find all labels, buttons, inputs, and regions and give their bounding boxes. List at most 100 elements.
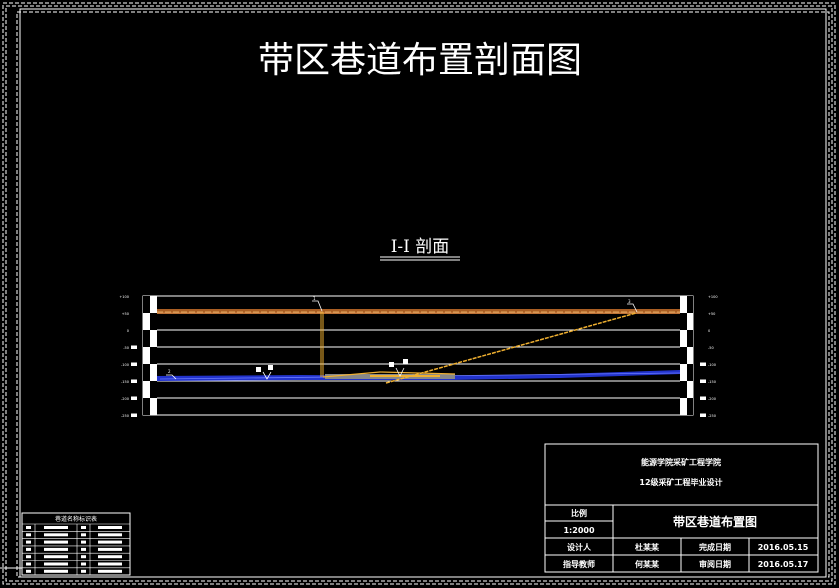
scale-segment <box>680 330 687 347</box>
scale-segment <box>680 313 687 330</box>
scale-segment <box>143 398 150 415</box>
finish-date: 2016.05.15 <box>758 543 809 552</box>
legend-cell-mark <box>81 526 86 529</box>
legend-cell-mark <box>98 555 122 559</box>
elevation-label-right: 0 <box>708 329 710 333</box>
leader-2 <box>166 374 177 380</box>
section-label: I-I 剖面 <box>391 237 450 257</box>
drawing-name: 带区巷道布置图 <box>673 514 757 529</box>
legend-cell-mark <box>44 569 68 573</box>
legend-cell-mark <box>26 540 31 544</box>
scale-segment <box>680 296 687 313</box>
school-name: 能源学院采矿工程学院 <box>641 457 721 467</box>
elevation-tick <box>131 379 137 383</box>
elevation-label-right: +50 <box>708 312 715 316</box>
elevation-label-left: -50 <box>123 346 129 350</box>
scale-segment <box>687 381 693 398</box>
legend-cell-mark <box>81 562 86 566</box>
scale-segment <box>680 364 687 381</box>
legend-cell-mark <box>44 533 68 537</box>
scale-segment <box>150 296 157 313</box>
elevation-label-right: -100 <box>708 363 716 367</box>
marker <box>389 362 394 367</box>
scale-segment <box>687 330 693 347</box>
scale-bars <box>143 296 693 415</box>
legend-cell-mark <box>98 547 122 551</box>
scale-segment <box>680 347 687 364</box>
marker-leader <box>395 367 405 377</box>
legend-cell-mark <box>44 547 68 551</box>
leader-1 <box>312 300 323 312</box>
advisor-label: 指导教师 <box>563 559 595 569</box>
designer-name: 杜某某 <box>635 542 660 552</box>
elevation-label-left: +100 <box>119 295 129 299</box>
legend-cell-mark <box>26 533 31 537</box>
elevation-label-left: -100 <box>121 363 129 367</box>
legend-cell-mark <box>81 533 86 537</box>
elevation-label-right: -150 <box>708 380 716 384</box>
leader-label-2: 2 <box>168 369 171 374</box>
legend-cell-mark <box>81 547 86 551</box>
elevation-label-right: -250 <box>708 414 716 418</box>
scale-segment <box>680 381 687 398</box>
scale-segment <box>687 313 693 330</box>
elevation-tick <box>131 396 137 400</box>
legend-cell-mark <box>44 526 68 529</box>
scale-segment <box>150 313 157 330</box>
elevation-gridlines <box>143 312 693 399</box>
elevation-label-right: +100 <box>708 295 718 299</box>
elevation-tick <box>131 362 137 366</box>
elevation-tick <box>700 362 706 366</box>
elevation-tick <box>131 413 137 417</box>
elevation-label-left: -200 <box>121 397 129 401</box>
title-block <box>544 443 819 573</box>
marker <box>256 367 261 372</box>
scale-segment <box>143 313 150 330</box>
leader-label-1: 1 <box>313 296 316 301</box>
section-profile: +100 +50 0 -50 -100 -150 -200 -250 +100 +50 0 -50 -1… <box>119 295 717 418</box>
scale-segment <box>143 381 150 398</box>
scale-segment <box>143 330 150 347</box>
legend-cell-mark <box>26 562 31 566</box>
legend-cell-mark <box>44 562 68 566</box>
legend-cell-mark <box>81 555 86 559</box>
legend-cell-mark <box>98 540 122 544</box>
roadway-legend-table: 巷道名称标识表 <box>21 512 131 576</box>
legend-cell-mark <box>81 540 86 544</box>
leader-label-3: 3 <box>628 299 631 304</box>
scale-value: 1:2000 <box>563 526 594 535</box>
marker <box>268 365 273 370</box>
surface-layer <box>157 309 680 314</box>
marker <box>403 359 408 364</box>
elevation-tick <box>131 345 137 349</box>
legend-cell-mark <box>26 555 31 559</box>
scale-segment <box>687 296 693 313</box>
elevation-tick <box>700 413 706 417</box>
leader-3 <box>627 303 638 313</box>
scale-segment <box>143 296 150 313</box>
scale-segment <box>150 364 157 381</box>
scale-segment <box>150 381 157 398</box>
legend-cell-mark <box>26 569 31 573</box>
legend-cell-mark <box>26 547 31 551</box>
legend-cell-mark <box>81 569 86 573</box>
elevation-label-left: -150 <box>121 380 129 384</box>
inner-border <box>19 8 827 578</box>
scale-segment <box>150 330 157 347</box>
marker-leader <box>262 371 272 380</box>
legend-cell-mark <box>26 526 31 529</box>
elevation-label-left: +50 <box>122 312 129 316</box>
designer-label: 设计人 <box>567 542 592 552</box>
scale-label: 比例 <box>571 508 587 518</box>
scale-segment <box>687 347 693 364</box>
coal-seam <box>157 370 680 381</box>
scale-segment <box>150 398 157 415</box>
inner-border-dash <box>16 11 830 578</box>
finish-date-label: 完成日期 <box>699 542 731 552</box>
elevation-label-left: 0 <box>127 329 129 333</box>
elevation-label-right: -50 <box>708 346 714 350</box>
advisor-name: 何某某 <box>635 559 660 569</box>
scale-segment <box>687 364 693 381</box>
